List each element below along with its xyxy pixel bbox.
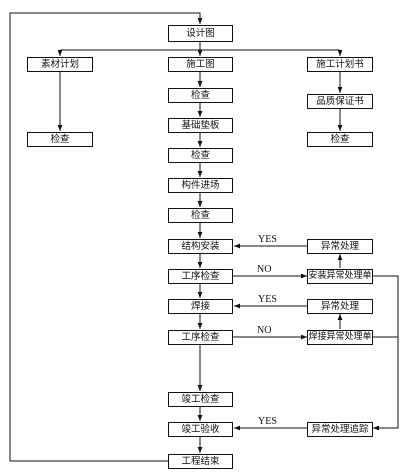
node-foundation-pad: 基础垫板 — [168, 118, 233, 133]
node-construction-drawing: 施工图 — [168, 57, 233, 72]
node-inspect-plan: 检查 — [307, 132, 373, 147]
edge-label-yes-2: YES — [258, 294, 277, 305]
node-material-plan: 素材计划 — [27, 57, 93, 72]
node-design-drawing: 设计图 — [168, 25, 233, 42]
loop-line — [9, 12, 203, 462]
node-inspect-foundation: 检查 — [168, 148, 233, 163]
edge-label-yes-1: YES — [258, 234, 277, 245]
node-construction-plan: 施工计划书 — [307, 57, 373, 72]
node-process-check-2: 工序检查 — [168, 330, 233, 345]
node-project-end: 工程结束 — [168, 454, 233, 469]
node-anomaly-tracking: 异常处理追踪 — [307, 422, 373, 437]
edge-label-yes-3: YES — [258, 416, 277, 427]
node-structure-install: 结构安装 — [168, 239, 233, 254]
node-quality-assurance: 品质保证书 — [307, 94, 373, 109]
node-component-arrival: 构件进场 — [168, 178, 233, 193]
node-install-anomaly-form: 安装异常处理单 — [307, 269, 373, 284]
node-inspect-drawing: 检查 — [168, 88, 233, 103]
edge-label-no-1: NO — [257, 264, 272, 275]
edge-forms-to-tracking — [373, 275, 399, 431]
node-process-check-1: 工序检查 — [168, 269, 233, 284]
node-weld-anomaly-form: 焊接异常处理单 — [307, 330, 373, 345]
node-inspect-component: 检查 — [168, 208, 233, 223]
edge-label-no-2: NO — [257, 325, 272, 336]
node-inspect-material: 检查 — [27, 132, 93, 147]
node-anomaly-handling-2: 异常处理 — [307, 299, 373, 314]
node-welding: 焊接 — [168, 299, 233, 314]
node-completion-acceptance: 竣工验收 — [168, 422, 233, 437]
node-anomaly-handling-1: 异常处理 — [307, 239, 373, 254]
node-completion-check: 竣工检查 — [168, 392, 233, 407]
